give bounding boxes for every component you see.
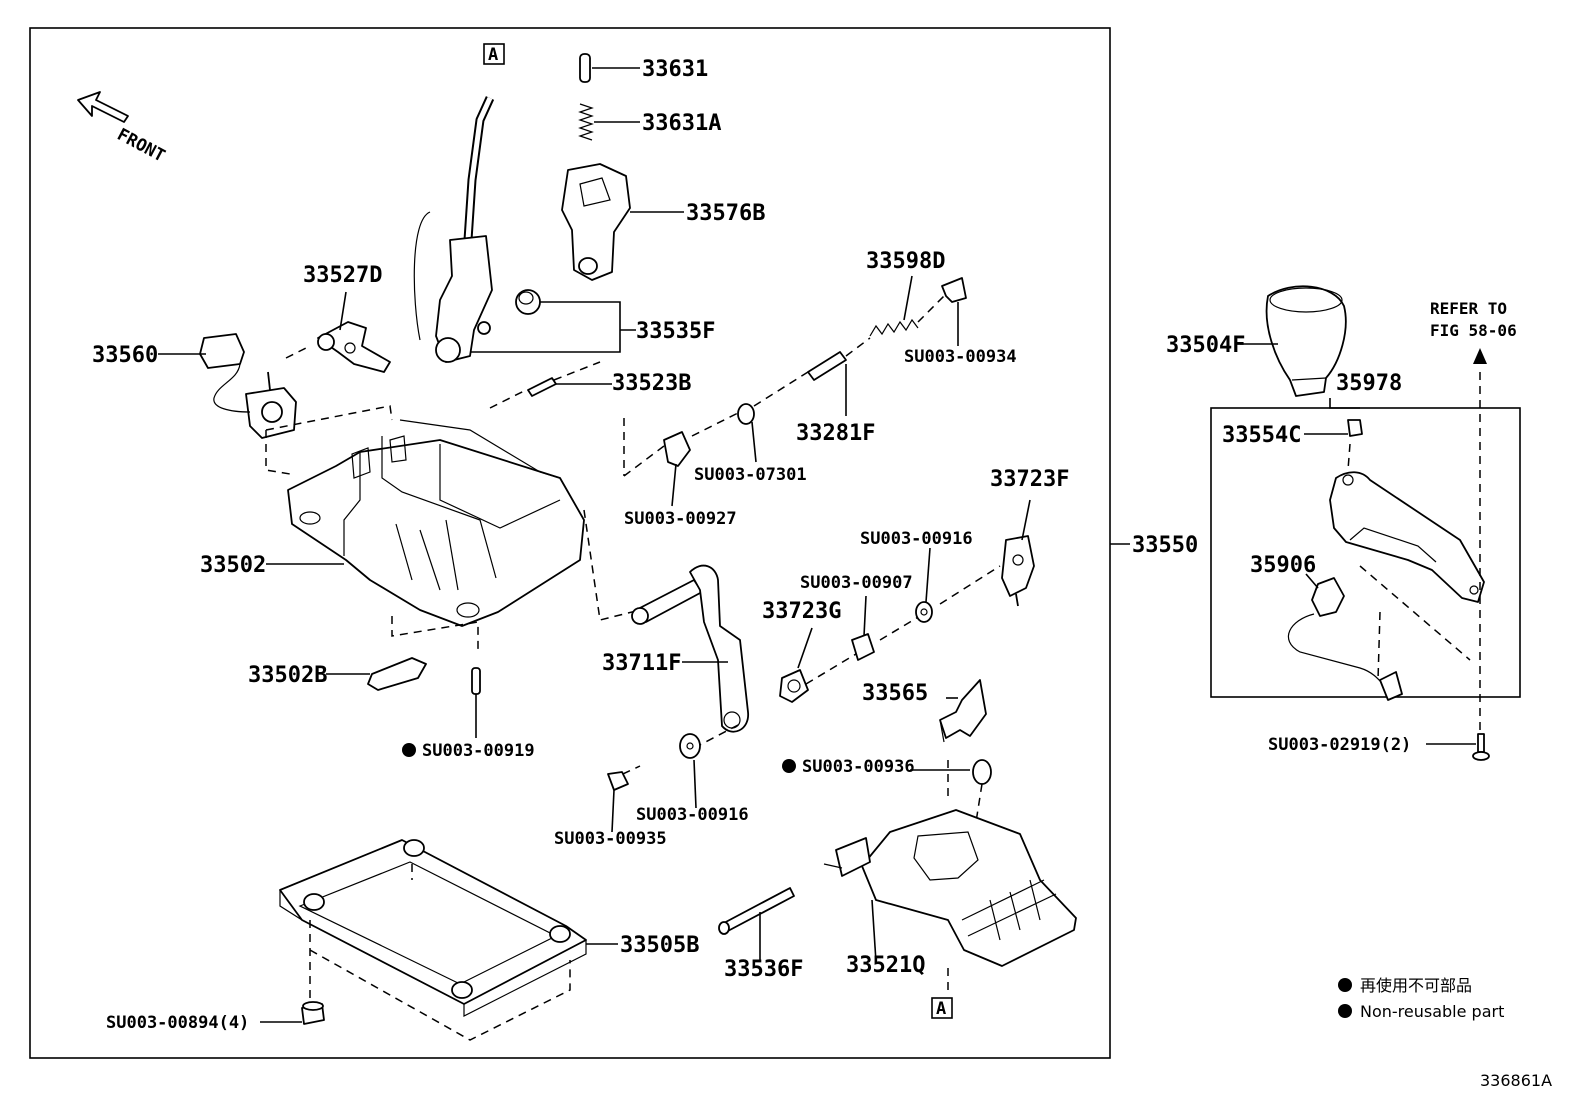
knob-assembly-frame bbox=[1210, 407, 1521, 698]
part-label-33554c: 33554C bbox=[1222, 423, 1301, 448]
spring-33631a-drawing bbox=[578, 103, 594, 141]
part-label-su003-00916-a: SU003-00916 bbox=[860, 529, 973, 549]
part-label-33711f: 33711F bbox=[602, 651, 681, 676]
guide-line bbox=[265, 405, 393, 475]
part-label-33565: 33565 bbox=[862, 681, 928, 706]
part-label-33598d: 33598D bbox=[866, 249, 945, 274]
part-label-su003-00894: SU003-00894(4) bbox=[106, 1013, 249, 1033]
main-frame bbox=[29, 27, 1111, 1059]
part-label-33560: 33560 bbox=[92, 343, 158, 368]
part-label-su003-00934: SU003-00934 bbox=[904, 347, 1017, 367]
guide-line bbox=[285, 345, 311, 359]
part-label-33723f: 33723F bbox=[990, 467, 1069, 492]
part-label-su003-00919: SU003-00919 bbox=[422, 741, 535, 761]
leader-lines bbox=[158, 67, 1476, 1023]
refer-note-line2: FIG 58-06 bbox=[1430, 321, 1517, 340]
non-reusable-dot bbox=[782, 759, 796, 773]
part-label-33576b: 33576B bbox=[686, 201, 765, 226]
legend-dot-icon bbox=[1338, 978, 1352, 992]
bracket-33723f-drawing bbox=[1001, 535, 1035, 607]
solenoid-33560-drawing bbox=[199, 333, 297, 439]
part-label-su003-00907: SU003-00907 bbox=[800, 573, 913, 593]
part-label-su003-00935: SU003-00935 bbox=[554, 829, 667, 849]
guide-line bbox=[489, 361, 601, 409]
part-label-33550: 33550 bbox=[1132, 533, 1198, 558]
guide-line bbox=[583, 418, 641, 621]
clip-su003-00935-drawing bbox=[607, 771, 629, 791]
ering-su003-07301-drawing bbox=[737, 403, 755, 425]
washer-su003-00936-drawing bbox=[972, 759, 992, 785]
part-label-33527d: 33527D bbox=[303, 263, 382, 288]
part-label-33535f: 33535F bbox=[636, 319, 715, 344]
guide-line bbox=[1347, 372, 1481, 742]
collar-su003-00907-drawing bbox=[851, 633, 875, 661]
part-label-35978: 35978 bbox=[1336, 371, 1402, 396]
figure-id: 336861A bbox=[1480, 1071, 1552, 1090]
pad-33502b-drawing bbox=[367, 657, 427, 691]
part-label-35906: 35906 bbox=[1250, 553, 1316, 578]
pin-33523b-drawing bbox=[527, 377, 557, 397]
pin-su003-00919-drawing bbox=[471, 667, 481, 695]
bolt-su003-00894-drawing bbox=[301, 1001, 325, 1025]
shift-lever-drawing bbox=[413, 96, 495, 363]
part-label-33502: 33502 bbox=[200, 553, 266, 578]
rod-33536f-drawing bbox=[718, 887, 795, 935]
washer-su003-00916-b-drawing bbox=[679, 733, 701, 759]
bracket-33502-drawing bbox=[287, 419, 585, 627]
part-label-33521q: 33521Q bbox=[846, 953, 925, 978]
refer-note-line1: REFER TO bbox=[1430, 299, 1507, 318]
legend-dot-icon bbox=[1338, 1004, 1352, 1018]
part-label-33281f: 33281F bbox=[796, 421, 875, 446]
part-label-su003-07301: SU003-07301 bbox=[694, 465, 807, 485]
bushing-33535f-drawing bbox=[515, 289, 541, 315]
spring-33598d-drawing bbox=[869, 318, 919, 337]
lever-33527d-drawing bbox=[317, 321, 391, 373]
lever-33576b-drawing bbox=[561, 163, 631, 281]
indicator-33521q-drawing bbox=[823, 809, 1077, 967]
guide-line bbox=[391, 616, 479, 650]
bulb-33554c-drawing bbox=[1347, 419, 1363, 437]
washer-su003-00916-a-drawing bbox=[915, 601, 933, 623]
front-arrow-icon bbox=[77, 91, 129, 123]
pin-33631-drawing bbox=[579, 53, 591, 83]
clip-su003-00927-drawing bbox=[663, 431, 691, 467]
harness-35906-drawing bbox=[1287, 577, 1403, 701]
bushing-33723g-drawing bbox=[779, 669, 809, 703]
marker-a-top-box bbox=[483, 43, 505, 65]
part-label-su003-00927: SU003-00927 bbox=[624, 509, 737, 529]
non-reusable-dot bbox=[402, 743, 416, 757]
knob-33504f-drawing bbox=[1265, 285, 1347, 397]
part-label-33631a: 33631A bbox=[642, 111, 721, 136]
pin-33281f-drawing bbox=[807, 351, 847, 381]
front-label: FRONT bbox=[114, 125, 169, 167]
legend-line-en: Non-reusable part bbox=[1360, 1002, 1504, 1021]
part-label-33505b: 33505B bbox=[620, 933, 699, 958]
part-label-su003-00936: SU003-00936 bbox=[802, 757, 915, 777]
marker-a-top: A bbox=[488, 45, 498, 65]
part-label-su003-02919: SU003-02919(2) bbox=[1268, 735, 1411, 755]
legend-line-ja: 再使用不可部品 bbox=[1360, 976, 1472, 995]
guide-line bbox=[309, 864, 571, 1041]
part-label-su003-00916-b: SU003-00916 bbox=[636, 805, 749, 825]
marker-a-bottom-box bbox=[931, 997, 953, 1019]
finisher-35978-drawing bbox=[1329, 471, 1485, 603]
guide-line bbox=[609, 565, 1001, 781]
bracket-33565-drawing bbox=[939, 679, 987, 743]
lever-33711f-drawing bbox=[631, 564, 749, 733]
part-label-33536f: 33536F bbox=[724, 957, 803, 982]
marker-a-bottom: A bbox=[936, 999, 946, 1019]
refer-arrow-icon bbox=[1473, 348, 1487, 364]
part-label-33504f: 33504F bbox=[1166, 333, 1245, 358]
part-label-33502b: 33502B bbox=[248, 663, 327, 688]
screw-su003-02919-drawing bbox=[1472, 733, 1490, 761]
part-label-33723g: 33723G bbox=[762, 599, 841, 624]
guide-line bbox=[623, 295, 945, 477]
part-label-33631: 33631 bbox=[642, 57, 708, 82]
part-label-33523b: 33523B bbox=[612, 371, 691, 396]
plate-33505b-drawing bbox=[279, 839, 587, 1017]
clip-su003-00934-drawing bbox=[941, 277, 967, 303]
